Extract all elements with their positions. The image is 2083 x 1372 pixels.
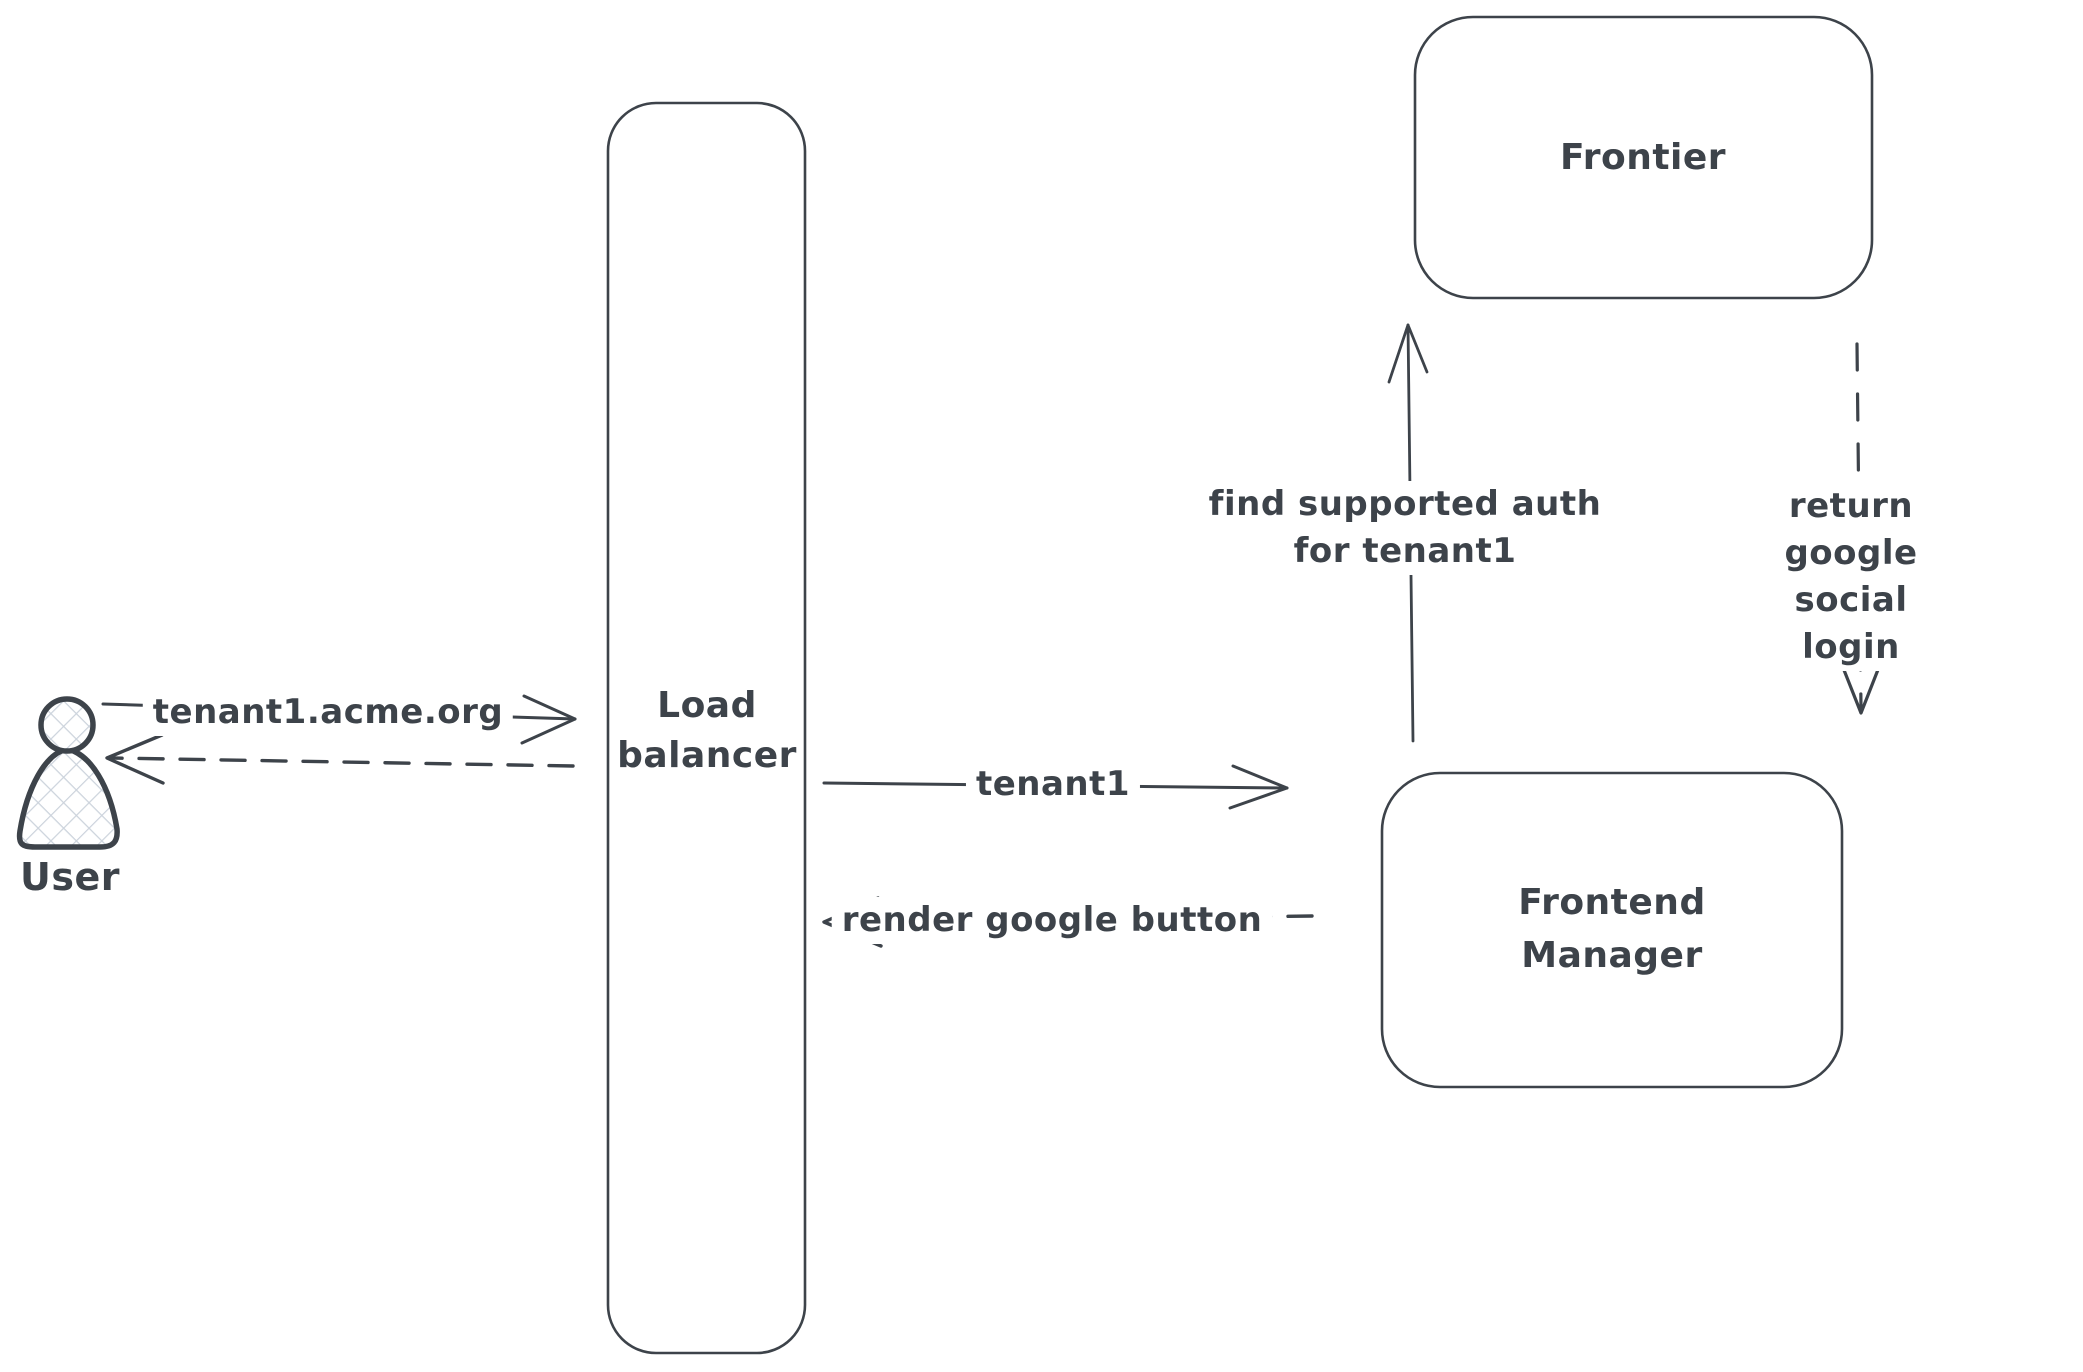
frontier-label: Frontier [1559,137,1727,178]
arrowhead-right-icon [520,694,577,745]
frontend-manager-box [1380,771,1844,1089]
user-head [38,696,96,754]
arrowhead-right-icon [1228,764,1289,810]
frontend-manager-label: Frontend Manager [1518,882,1706,977]
user-person-icon [16,696,120,850]
arrow-response [105,733,575,785]
load-balancer-box [606,101,807,1355]
edge-label-find-supported-auth: find supported auth for tenant1 [1198,481,1612,575]
arrowhead-up-icon [1387,323,1429,384]
edge-label-render-google-button: render google button [831,897,1273,944]
frontier-box [1413,15,1874,300]
arrowhead-down-icon [1840,660,1883,715]
load-balancer-label: Load balancer [617,685,797,776]
arrowhead-left-icon [105,733,165,785]
edge-label-return-google-social-login: return google social login [1735,483,1967,671]
user-label: User [20,855,120,899]
edge-label-tenant1-acme-org: tenant1.acme.org [142,689,514,736]
edge-label-tenant1: tenant1 [965,761,1141,808]
user-body [16,746,120,850]
